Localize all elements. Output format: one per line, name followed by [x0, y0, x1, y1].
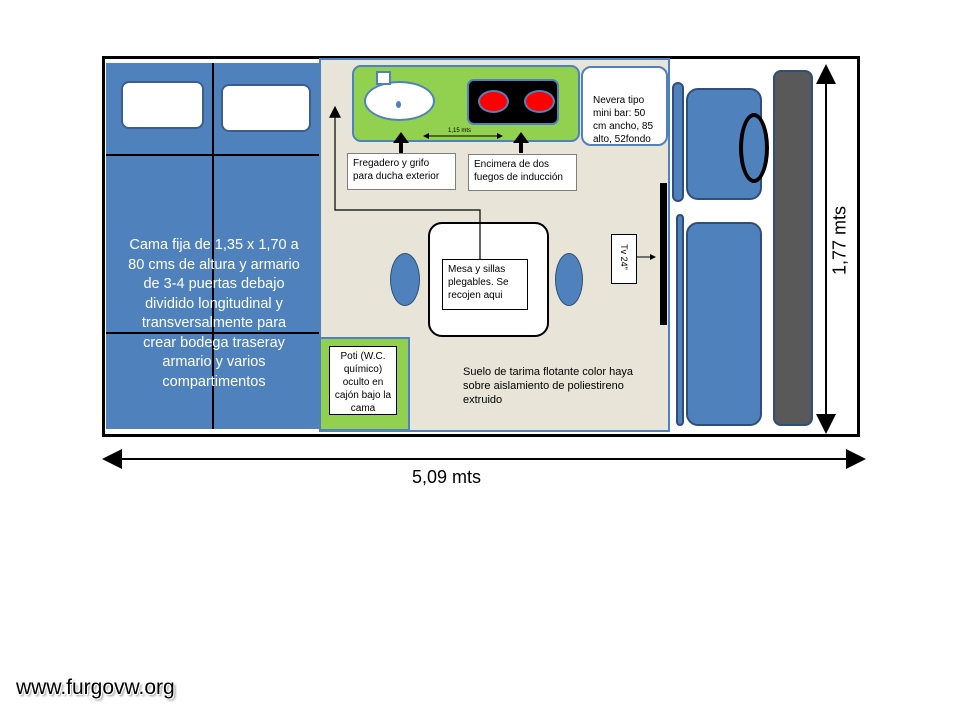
length-dimension-label: 5,09 mts: [412, 467, 482, 487]
tv-note-box: [611, 234, 637, 284]
table-note: Mesa y sillas plegables. Se recojen aqui: [442, 259, 528, 310]
fridge-note: Nevera tipo mini bar: 50 cm ancho, 85 al…: [581, 66, 668, 146]
cooktop-pointer-arrow: [513, 132, 529, 153]
sink-note: Fregadero y grifo para ducha exterior: [347, 153, 456, 190]
faucet-icon: [376, 71, 391, 85]
cooktop-note: Encimera de dos fuegos de inducción: [468, 154, 577, 191]
width-dimension-label: 1,77 mts: [829, 205, 850, 276]
counter-length-label: 1,15 mts: [448, 128, 472, 134]
sink-drain: [396, 101, 401, 108]
bed-description: Cama fija de 1,35 x 1,70 a 80 cms de alt…: [128, 237, 300, 390]
sink-pointer-arrow: [393, 132, 409, 153]
passenger-seat: [686, 222, 762, 426]
stool-right: [555, 253, 583, 306]
door-panel-bottom: [676, 214, 684, 426]
stool-left: [390, 253, 420, 306]
dashboard: [773, 70, 813, 426]
watermark: www.furgovw.org: [16, 676, 175, 699]
pillow-right: [221, 84, 311, 132]
sink-basin: [364, 81, 435, 121]
floor-note: Suelo de tarima flotante color haya sobr…: [463, 366, 633, 406]
tv-screen: [660, 183, 667, 325]
wc-note: Poti (W.C. químico) oculto en cajón bajo…: [329, 346, 397, 415]
door-panel-top: [672, 82, 684, 202]
table-storage-path: [329, 105, 481, 259]
steering-wheel-inner: [744, 118, 764, 178]
bed-divider-horizontal-top: [106, 154, 319, 156]
bed-divider-vertical: [212, 63, 214, 429]
burner-right: [524, 90, 555, 113]
bed-divider-horizontal-bottom: [106, 332, 319, 334]
pillow-left: [121, 81, 204, 129]
burner-left: [478, 90, 509, 113]
